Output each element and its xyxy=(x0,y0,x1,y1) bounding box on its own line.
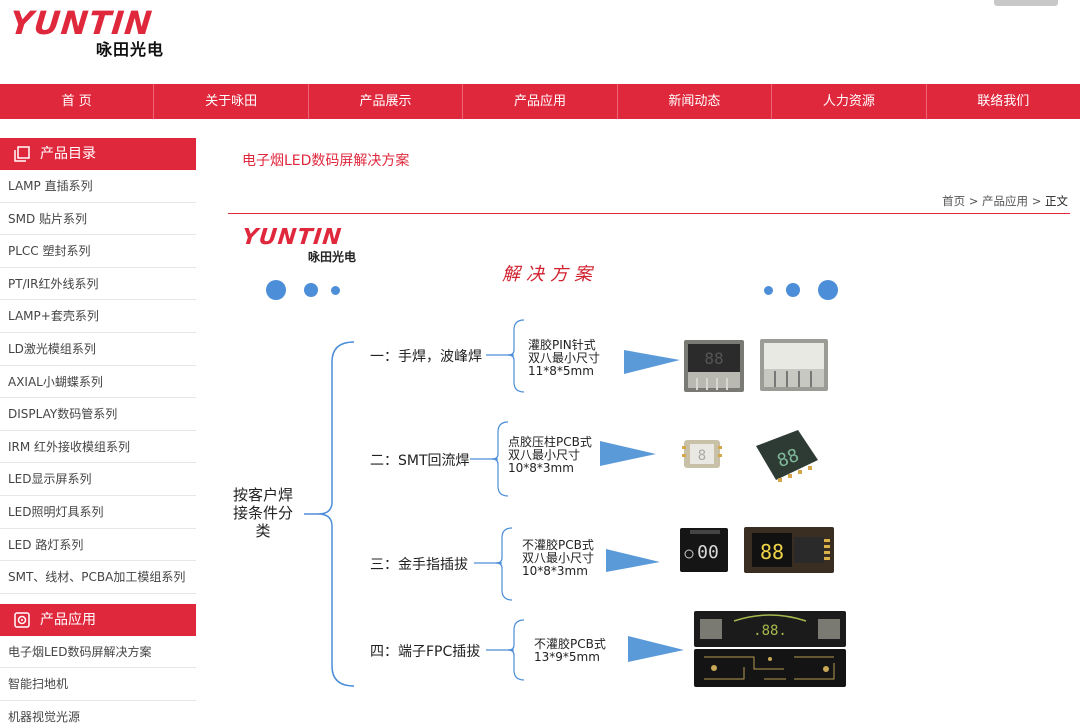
branch-label-2: 二：SMT回流焊 xyxy=(370,453,470,469)
breadcrumb: 首页 > 产品应用 > 正文 xyxy=(942,193,1068,209)
product-photo-fpc-display: .88. xyxy=(694,611,846,647)
diagram-title: 解决方案 xyxy=(502,264,598,285)
product-photo-goldfinger-lit: 88 xyxy=(744,527,834,573)
target-icon xyxy=(12,610,32,630)
catalog-title: 产品目录 xyxy=(40,146,96,162)
decor-dot xyxy=(331,286,340,295)
catalog-item-smd[interactable]: SMD 贴片系列 xyxy=(0,203,196,236)
decor-dot xyxy=(818,280,838,300)
logo-text-cn: 咏田光电 xyxy=(96,40,165,59)
solution-diagram: YUNTIN 咏田光电 解决方案 按客户焊接条件分类 一：手焊，波峰焊 二：SM… xyxy=(228,222,868,692)
arrow xyxy=(624,350,680,374)
site-header: YUNTIN 咏田光电 xyxy=(0,0,1080,84)
catalog-item-ld[interactable]: LD激光模组系列 xyxy=(0,333,196,366)
product-photo-pin-display-back xyxy=(760,339,828,391)
catalog-item-plcc[interactable]: PLCC 塑封系列 xyxy=(0,235,196,268)
spec-brace xyxy=(507,619,525,681)
nav-item-hr[interactable]: 人力资源 xyxy=(772,84,927,119)
spec-text-3: 不灌胶PCB式 双八最小尺寸 10*8*3mm xyxy=(522,539,594,578)
spec-text-4: 不灌胶PCB式 13*9*5mm xyxy=(534,638,606,664)
root-label: 按客户焊接条件分类 xyxy=(232,486,293,540)
spec-line: 不灌胶PCB式 xyxy=(534,637,606,651)
spec-line: 11*8*5mm xyxy=(528,364,594,378)
application-item-machine-vision[interactable]: 机器视觉光源 xyxy=(0,701,196,728)
branch-label-4: 四：端子FPC插拔 xyxy=(370,644,481,660)
catalog-icon xyxy=(12,144,32,164)
branch-label-1: 一：手焊，波峰焊 xyxy=(370,349,482,365)
spec-brace xyxy=(491,421,509,497)
application-list: 电子烟LED数码屏解决方案 智能扫地机 机器视觉光源 xyxy=(0,636,196,728)
catalog-item-lamp[interactable]: LAMP 直插系列 xyxy=(0,170,196,203)
nav-item-applications[interactable]: 产品应用 xyxy=(463,84,618,119)
product-photo-smt-double: 88 xyxy=(748,426,822,486)
application-heading: 产品应用 xyxy=(0,603,196,636)
product-photo-pin-display: 88 xyxy=(684,340,744,392)
site-logo[interactable]: YUNTIN 咏田光电 xyxy=(8,4,210,66)
page-title: 电子烟LED数码屏解决方案 xyxy=(242,153,410,169)
catalog-item-smt-pcba[interactable]: SMT、线材、PCBA加工模组系列 xyxy=(0,561,196,594)
root-brace xyxy=(317,341,355,687)
product-photo-smt-single: 8 xyxy=(678,434,726,474)
spec-brace xyxy=(495,527,513,601)
spec-line: 双八最小尺寸 xyxy=(528,351,601,365)
diagram-logo-cn: 咏田光电 xyxy=(308,250,357,264)
branch-label-3: 三：金手指插拔 xyxy=(370,557,468,573)
catalog-item-street-light[interactable]: LED 路灯系列 xyxy=(0,529,196,562)
spec-text-2: 点胶压柱PCB式 双八最小尺寸 10*8*3mm xyxy=(508,436,592,475)
breadcrumb-section[interactable]: 产品应用 xyxy=(982,194,1029,208)
top-right-button[interactable] xyxy=(994,0,1058,6)
spec-line: 10*8*3mm xyxy=(508,461,574,475)
catalog-item-lamp-case[interactable]: LAMP+套壳系列 xyxy=(0,300,196,333)
application-item-robot-vacuum[interactable]: 智能扫地机 xyxy=(0,668,196,701)
catalog-heading: 产品目录 xyxy=(0,138,196,170)
spec-line: 13*9*5mm xyxy=(534,650,600,664)
logo-text-en: YUNTIN xyxy=(8,4,155,42)
decor-dot xyxy=(764,286,773,295)
svg-text:88: 88 xyxy=(760,540,784,564)
spec-line: 双八最小尺寸 xyxy=(522,551,595,565)
svg-text:8: 8 xyxy=(698,448,706,464)
catalog-item-ptir[interactable]: PT/IR红外线系列 xyxy=(0,268,196,301)
catalog-item-display[interactable]: DISPLAY数码管系列 xyxy=(0,398,196,431)
breadcrumb-separator: > xyxy=(1031,194,1042,208)
sidebar: 产品目录 LAMP 直插系列 SMD 贴片系列 PLCC 塑封系列 PT/IR红… xyxy=(0,138,196,728)
nav-item-about[interactable]: 关于咏田 xyxy=(154,84,309,119)
spec-line: 点胶压柱PCB式 xyxy=(508,435,592,449)
catalog-item-axial[interactable]: AXIAL小蝴蝶系列 xyxy=(0,366,196,399)
decor-dot xyxy=(786,283,800,297)
breadcrumb-separator: > xyxy=(968,194,979,208)
nav-item-contact[interactable]: 联络我们 xyxy=(977,94,1030,109)
nav-item-products[interactable]: 产品展示 xyxy=(309,84,464,119)
spec-text-1: 灌胶PIN针式 双八最小尺寸 11*8*5mm xyxy=(528,339,600,378)
main-nav: 首 页 关于咏田 产品展示 产品应用 新闻动态 人力资源 联络我们 xyxy=(0,84,1080,119)
spec-line: 不灌胶PCB式 xyxy=(522,538,594,552)
arrow xyxy=(628,636,684,662)
arrow xyxy=(600,441,656,466)
application-item-ecig[interactable]: 电子烟LED数码屏解决方案 xyxy=(0,636,196,669)
arrow xyxy=(606,549,660,572)
product-photo-fpc-pcb xyxy=(694,649,846,687)
nav-item-home[interactable]: 首 页 xyxy=(0,84,155,119)
svg-text:88: 88 xyxy=(704,349,723,368)
application-title: 产品应用 xyxy=(40,611,96,628)
diagram-lines xyxy=(304,319,684,687)
spec-line: 10*8*3mm xyxy=(522,564,588,578)
svg-text:.88.: .88. xyxy=(753,623,787,639)
spec-line: 双八最小尺寸 xyxy=(508,448,581,462)
decor-dot xyxy=(266,280,286,300)
decor-dot xyxy=(304,283,318,297)
catalog-item-led-lighting[interactable]: LED照明灯具系列 xyxy=(0,496,196,529)
spec-line: 灌胶PIN针式 xyxy=(528,338,596,352)
title-divider xyxy=(228,213,1070,214)
catalog-item-irm[interactable]: IRM 红外接收模组系列 xyxy=(0,431,196,464)
breadcrumb-home[interactable]: 首页 xyxy=(942,194,966,208)
nav-item-news[interactable]: 新闻动态 xyxy=(618,84,773,119)
product-photo-goldfinger-display: 00 xyxy=(680,528,728,572)
spec-brace xyxy=(507,319,525,393)
breadcrumb-current: 正文 xyxy=(1045,194,1068,208)
svg-text:00: 00 xyxy=(697,542,719,563)
catalog-list: LAMP 直插系列 SMD 贴片系列 PLCC 塑封系列 PT/IR红外线系列 … xyxy=(0,170,196,594)
catalog-item-led-screen[interactable]: LED显示屏系列 xyxy=(0,463,196,496)
